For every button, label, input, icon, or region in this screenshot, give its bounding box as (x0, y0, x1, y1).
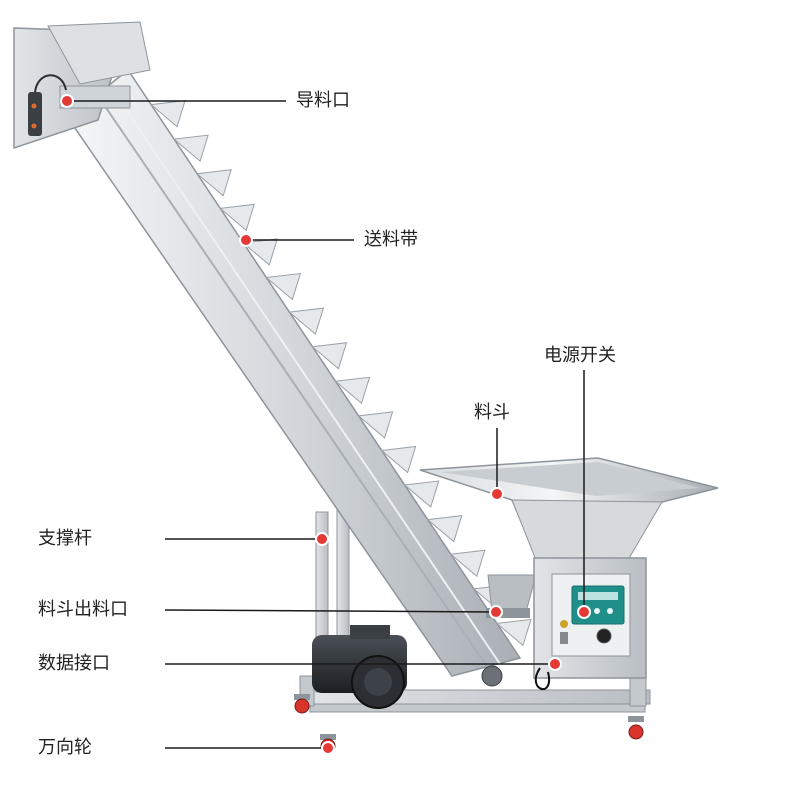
label-feed-guide: 导料口 (296, 90, 350, 111)
conveyor-cleat (242, 238, 278, 266)
label-caster: 万向轮 (38, 737, 92, 758)
marker-dot-hopper (490, 487, 504, 501)
conveyor-cleat (149, 100, 186, 128)
conveyor-belt-body (66, 68, 522, 677)
conveyor-cleat (172, 134, 209, 163)
conveyor-cleat (357, 411, 394, 439)
marker-dot-data-port (548, 657, 562, 671)
leader-lines (67, 100, 585, 749)
label-hopper: 料斗 (474, 402, 510, 423)
conveyor-cleat (334, 376, 371, 405)
conveyor-cleat (288, 307, 325, 335)
conveyor-cleat (311, 342, 348, 370)
conveyor-cleat (403, 480, 440, 508)
conveyor-cleat (380, 445, 417, 474)
marker-dot-support-rod (315, 532, 329, 546)
caster-icon (294, 694, 310, 714)
conveyor-cleat (265, 272, 302, 301)
marker-dots (60, 94, 591, 755)
conveyor-cleat (426, 515, 463, 543)
marker-dot-caster (321, 741, 335, 755)
marker-dot-feed-guide (60, 94, 74, 108)
bottom-pulley (481, 665, 503, 687)
marker-dot-power-switch (577, 605, 591, 619)
leader-line-hopper-outlet (164, 609, 497, 613)
label-hopper-outlet: 料斗出料口 (38, 599, 128, 620)
data-cable (534, 667, 551, 691)
conveyor-cleat (195, 169, 232, 197)
caster-icon (628, 716, 644, 740)
label-data-port: 数据接口 (38, 653, 110, 674)
conveyor-cleats (149, 100, 532, 647)
hopper-outlet-chute (486, 574, 537, 618)
conveyor-cleat (449, 549, 486, 578)
feed-guide-assembly (13, 21, 151, 150)
marker-dot-conveyor-belt (239, 233, 253, 247)
hopper (419, 457, 719, 561)
label-support-rod: 支撑杆 (38, 528, 92, 549)
conveyor-cleat (495, 618, 532, 647)
label-power-switch: 电源开关 (544, 345, 616, 366)
marker-dot-hopper-outlet (489, 605, 503, 619)
conveyor-cleat (219, 203, 255, 232)
label-conveyor-belt: 送料带 (364, 229, 418, 250)
